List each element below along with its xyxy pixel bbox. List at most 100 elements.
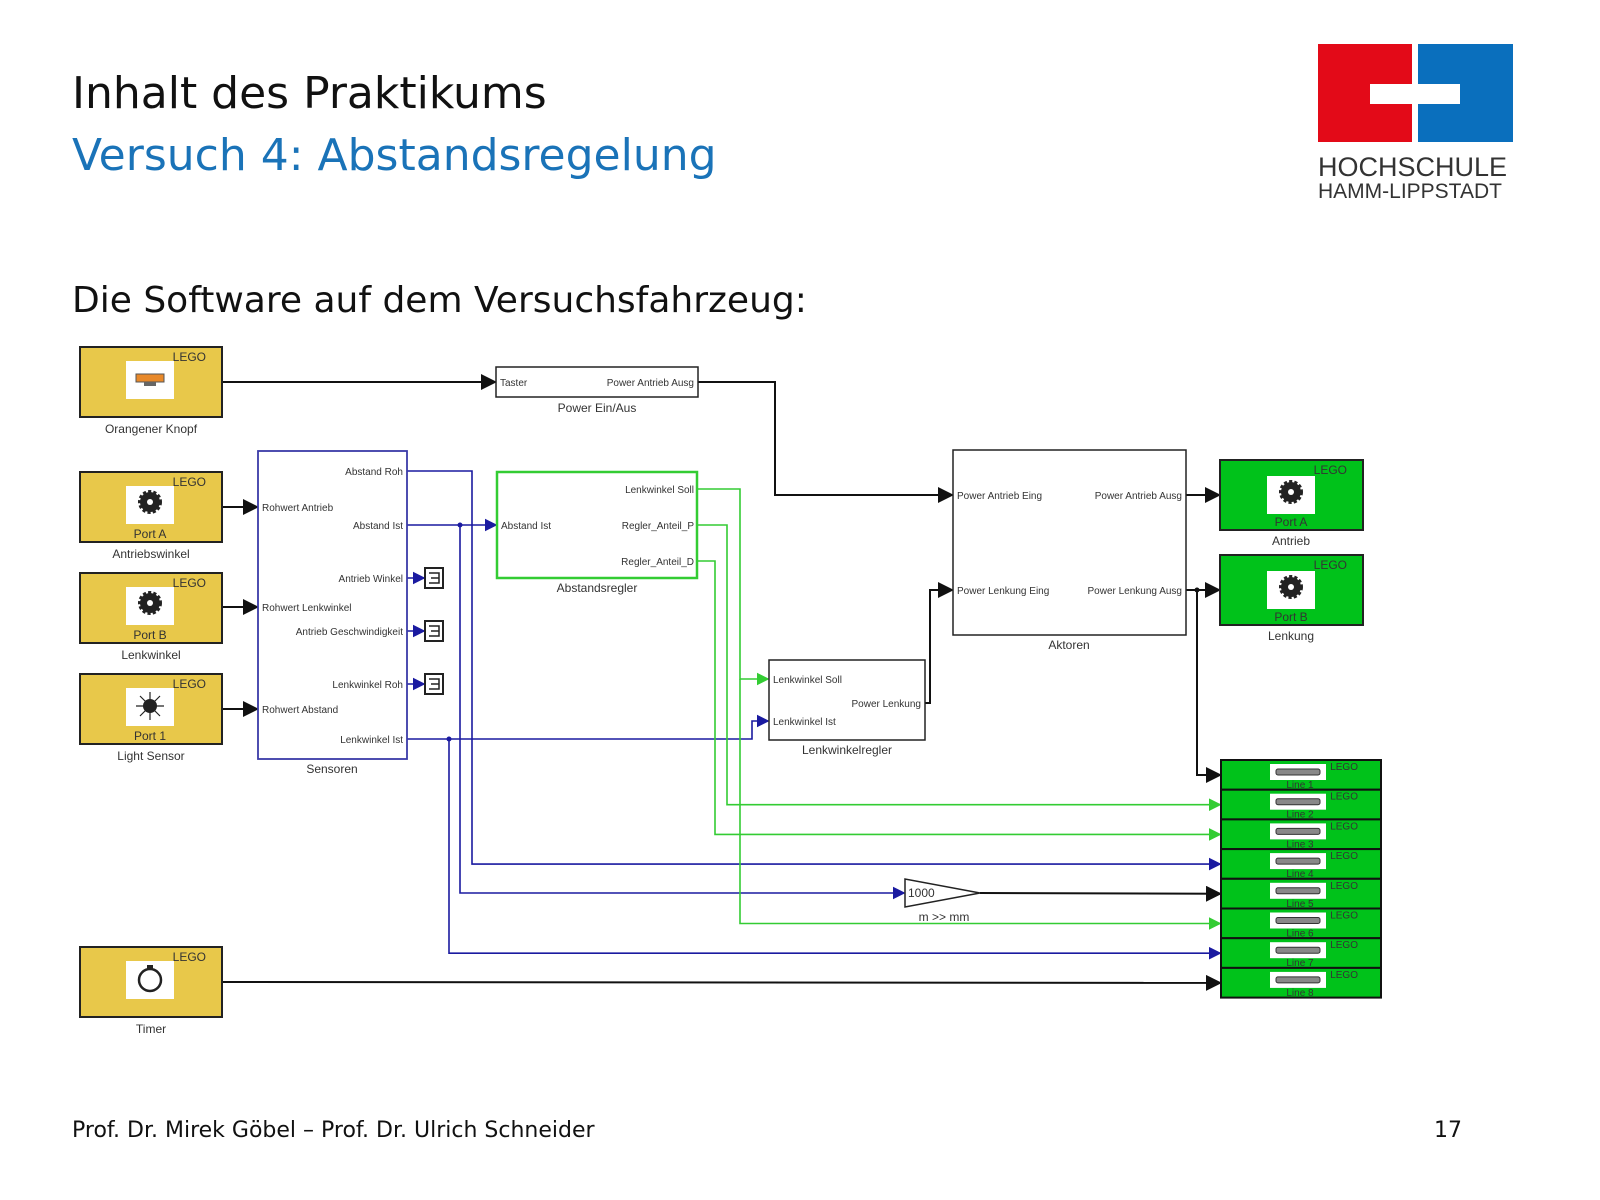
motor-gear-icon-hub: [147, 499, 153, 505]
display-icon: [1275, 946, 1321, 954]
lego-label: LEGO: [1330, 792, 1358, 803]
button-icon-base: [144, 382, 156, 386]
signal-line: [697, 524, 1222, 812]
port-label: Taster: [500, 378, 528, 389]
light-sensor-icon-rays: [136, 692, 164, 720]
lego-label: LEGO: [1330, 881, 1358, 892]
line-label: Line 6: [1286, 929, 1314, 940]
power-ein-aus-block[interactable]: [495, 366, 699, 398]
terminator-icon: [429, 625, 440, 637]
gear-icon-hub: [1288, 489, 1294, 495]
signal-line: [1196, 590, 1222, 783]
port-name: Port B: [1274, 610, 1307, 624]
signal-line: [448, 739, 1222, 960]
port-label: Power Antrieb Ausg: [1095, 491, 1182, 502]
port-label: Rohwert Abstand: [262, 705, 338, 716]
port-label: Antrieb Winkel: [339, 574, 403, 585]
lego-label: LEGO: [1330, 911, 1358, 922]
display-icon: [1275, 887, 1321, 895]
lego-label: LEGO: [1314, 558, 1347, 572]
block-name: Lenkwinkel: [121, 648, 180, 662]
port-name: Port A: [134, 527, 167, 541]
block-name: Orangener Knopf: [105, 422, 198, 436]
block-name: Light Sensor: [117, 749, 184, 763]
signal-line: [697, 488, 770, 686]
signal-line: [407, 714, 770, 740]
display-icon: [1275, 768, 1321, 776]
port-label: Abstand Ist: [353, 521, 403, 532]
section-heading: Die Software auf dem Versuchsfahrzeug:: [72, 280, 807, 321]
signal-line: [459, 525, 906, 900]
signal-line: [698, 381, 954, 503]
port-label: Lenkwinkel Roh: [332, 680, 403, 691]
block-name: Lenkung: [1268, 629, 1314, 643]
port-label: Abstand Ist: [501, 521, 551, 532]
lenkwinkelregler-block[interactable]: [768, 659, 926, 741]
block-name: Lenkwinkelregler: [802, 743, 892, 757]
block-name: Antriebswinkel: [112, 547, 189, 561]
lego-label: LEGO: [1330, 940, 1358, 951]
display-icon: [1275, 917, 1321, 924]
line-label: Line 1: [1286, 780, 1314, 791]
display-icon: [1275, 798, 1321, 806]
button-icon: [135, 373, 165, 383]
abstandsregler-block[interactable]: [495, 470, 699, 580]
terminator-icon: [429, 678, 440, 690]
branch-point: [446, 736, 452, 742]
lego-label: LEGO: [1314, 463, 1347, 477]
port-name: Port A: [1275, 515, 1308, 529]
port-name: Port B: [133, 628, 166, 642]
port-label: Abstand Roh: [345, 467, 403, 478]
terminator-icon: [429, 572, 440, 584]
port-label: Regler_Anteil_D: [621, 557, 694, 568]
line-label: Line 8: [1286, 988, 1314, 999]
port-label: Rohwert Lenkwinkel: [262, 603, 352, 614]
port-label: Power Lenkung Eing: [957, 586, 1049, 597]
sensoren-block[interactable]: [257, 450, 408, 760]
line-label: Line 5: [1286, 899, 1314, 910]
signal-line: [979, 885, 1222, 902]
port-label: Lenkwinkel Ist: [773, 717, 836, 728]
signal-line: [221, 974, 1222, 991]
lego-label: LEGO: [173, 350, 206, 364]
display-icon: [1275, 857, 1321, 865]
block-name: Timer: [136, 1022, 166, 1036]
branch-point: [1194, 587, 1200, 593]
lego-label: LEGO: [1330, 970, 1358, 981]
line-label: Line 2: [1286, 810, 1314, 821]
line-label: Line 7: [1286, 958, 1314, 969]
slide-title: Inhalt des Praktikums: [72, 68, 547, 119]
logo-line2: HAMM-LIPPSTADT: [1318, 180, 1502, 203]
port-label: Power Lenkung: [852, 699, 922, 710]
lego-label: LEGO: [1330, 762, 1358, 773]
block-name: Sensoren: [306, 762, 357, 776]
signal-line: [697, 560, 1222, 841]
lego-label: LEGO: [1330, 821, 1358, 832]
footer-authors: Prof. Dr. Mirek Göbel – Prof. Dr. Ulrich…: [72, 1118, 595, 1143]
port-name: Port 1: [134, 729, 166, 743]
gain-block: [904, 878, 981, 908]
lego-label: LEGO: [173, 677, 206, 691]
lego-label: LEGO: [173, 950, 206, 964]
display-icon: [1275, 976, 1321, 984]
signal-line: [407, 470, 1222, 871]
signal-line: [925, 582, 954, 704]
lego-input-block[interactable]: [79, 673, 223, 745]
block-name: Aktoren: [1048, 638, 1089, 652]
block-name: Antrieb: [1272, 534, 1310, 548]
logo-line1: HOCHSCHULE: [1318, 152, 1508, 182]
slide-subtitle: Versuch 4: Abstandsregelung: [72, 130, 717, 181]
signal-line: [739, 679, 1222, 930]
lego-label: LEGO: [173, 576, 206, 590]
motor-gear-icon-hub: [147, 600, 153, 606]
branch-point: [457, 522, 463, 528]
line-label: Line 3: [1286, 839, 1314, 850]
port-label: Power Antrieb Eing: [957, 491, 1042, 502]
lego-label: LEGO: [173, 475, 206, 489]
block-name: m >> mm: [919, 910, 970, 924]
port-label: Lenkwinkel Soll: [625, 485, 694, 496]
aktoren-block[interactable]: [952, 449, 1187, 636]
port-label: Power Antrieb Ausg: [607, 378, 694, 389]
